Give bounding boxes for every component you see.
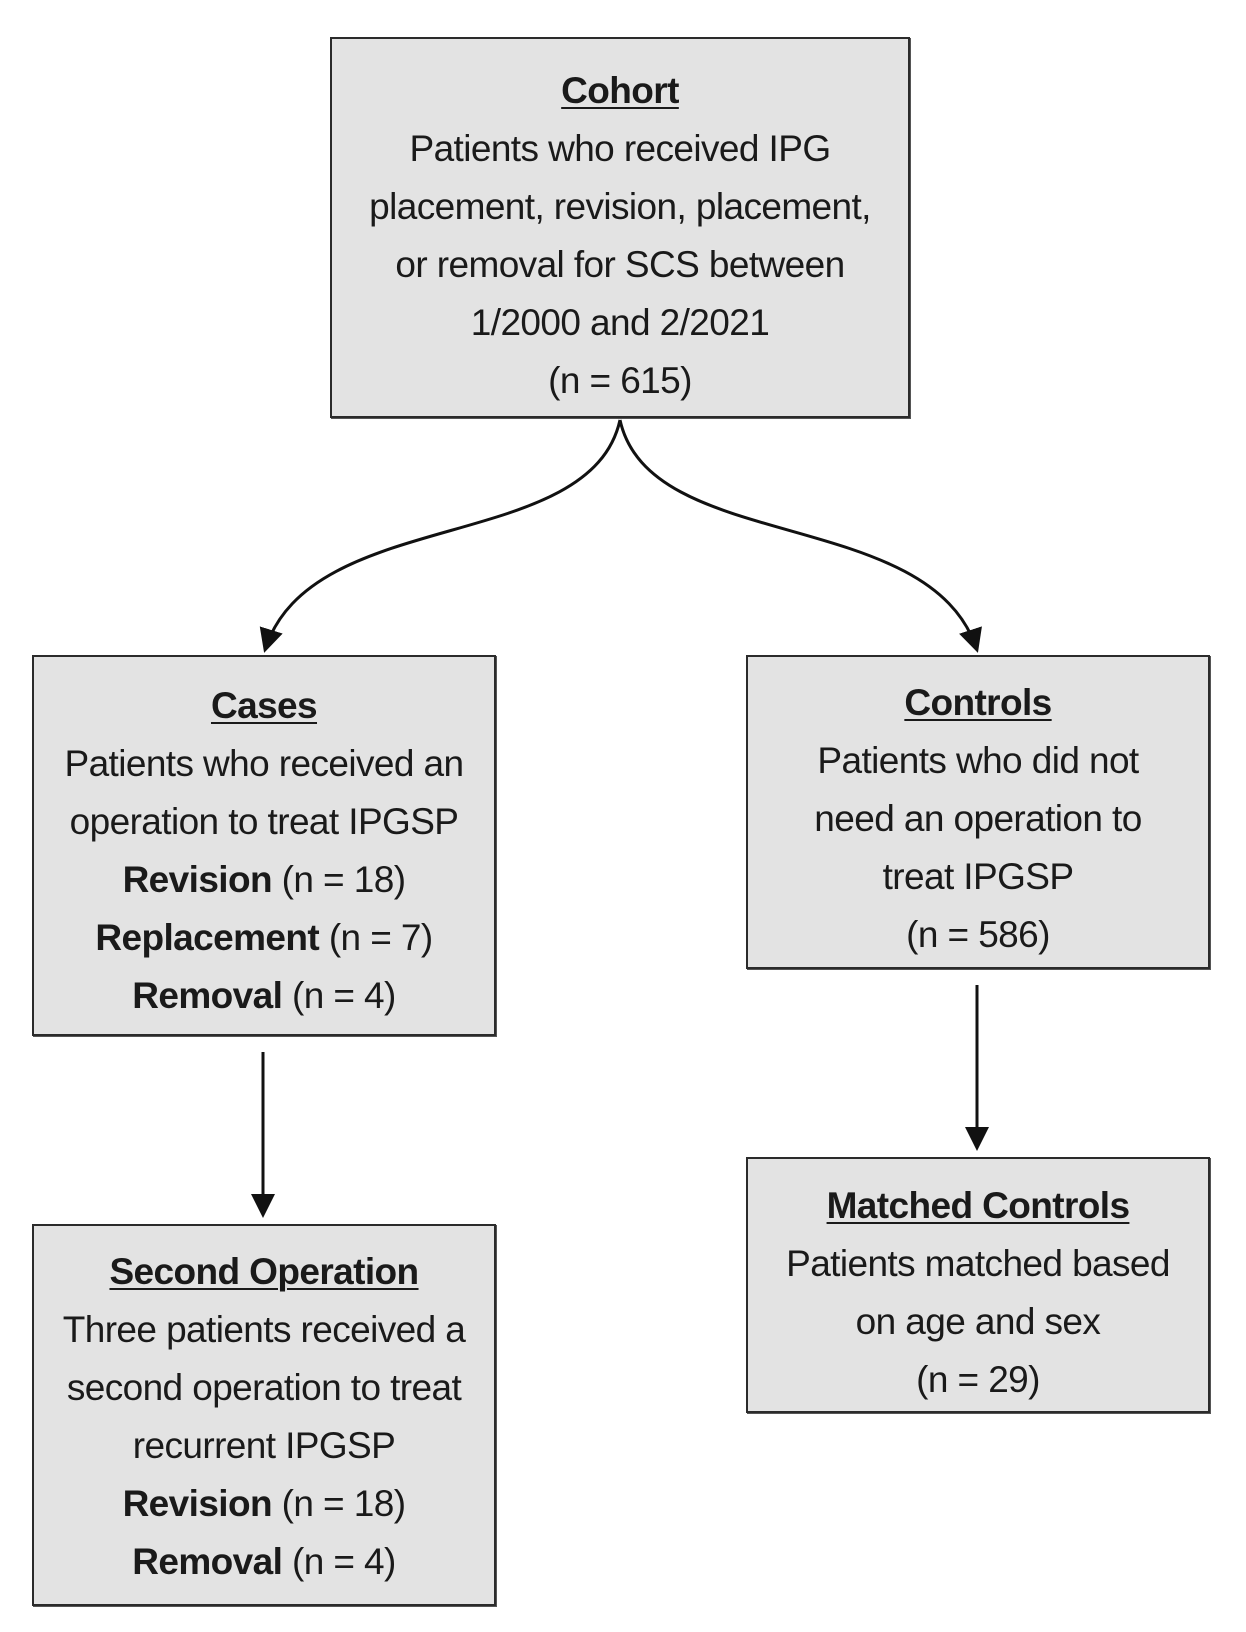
cases-line: operation to treat IPGSP <box>69 801 459 842</box>
item-label: Removal <box>132 1541 283 1582</box>
matched-controls-title: Matched Controls <box>826 1185 1130 1226</box>
cases-item-removal: Removal (n = 4) <box>34 967 494 1025</box>
cohort-box: Cohort Patients who received IPG placeme… <box>330 37 910 418</box>
cases-line: Patients who received an <box>64 743 464 784</box>
matched-controls-count: (n = 29) <box>916 1359 1040 1400</box>
cases-box: Cases Patients who received an operation… <box>32 655 496 1036</box>
item-count: (n = 4) <box>291 975 396 1016</box>
second-operation-item-revision: Revision (n = 18) <box>34 1475 494 1533</box>
cohort-line: Patients who received IPG <box>409 128 832 169</box>
controls-line: Patients who did not <box>817 740 1139 781</box>
controls-count: (n = 586) <box>906 914 1050 955</box>
item-label: Removal <box>132 975 283 1016</box>
cohort-count: (n = 615) <box>548 360 692 401</box>
cohort-line: placement, revision, placement, <box>369 186 871 227</box>
cohort-line: 1/2000 and 2/2021 <box>470 302 770 343</box>
second-operation-title: Second Operation <box>109 1251 419 1292</box>
cohort-to-cases-arrow <box>259 419 622 653</box>
matched-controls-line: Patients matched based <box>786 1243 1170 1284</box>
cases-title: Cases <box>210 685 318 726</box>
second-operation-item-removal: Removal (n = 4) <box>34 1533 494 1591</box>
cohort-title: Cohort <box>561 70 679 111</box>
controls-title: Controls <box>904 682 1052 723</box>
item-label: Replacement <box>95 917 320 958</box>
item-count: (n = 4) <box>291 1541 396 1582</box>
controls-line: treat IPGSP <box>882 856 1074 897</box>
matched-controls-box: Matched Controls Patients matched based … <box>746 1157 1210 1413</box>
controls-line: need an operation to <box>814 798 1142 839</box>
item-count: (n = 18) <box>281 859 406 900</box>
second-operation-line: Three patients received a <box>62 1309 466 1350</box>
item-label: Revision <box>122 1483 273 1524</box>
cohort-to-controls-arrow <box>618 419 982 653</box>
cases-item-revision: Revision (n = 18) <box>34 851 494 909</box>
second-operation-line: recurrent IPGSP <box>132 1425 396 1466</box>
item-label: Revision <box>122 859 273 900</box>
item-count: (n = 7) <box>328 917 433 958</box>
cases-item-replacement: Replacement (n = 7) <box>34 909 494 967</box>
second-operation-line: second operation to treat <box>66 1367 462 1408</box>
cohort-line: or removal for SCS between <box>395 244 845 285</box>
item-count: (n = 18) <box>281 1483 406 1524</box>
controls-box: Controls Patients who did not need an op… <box>746 655 1210 969</box>
matched-controls-line: on age and sex <box>855 1301 1101 1342</box>
second-operation-box: Second Operation Three patients received… <box>32 1224 496 1606</box>
